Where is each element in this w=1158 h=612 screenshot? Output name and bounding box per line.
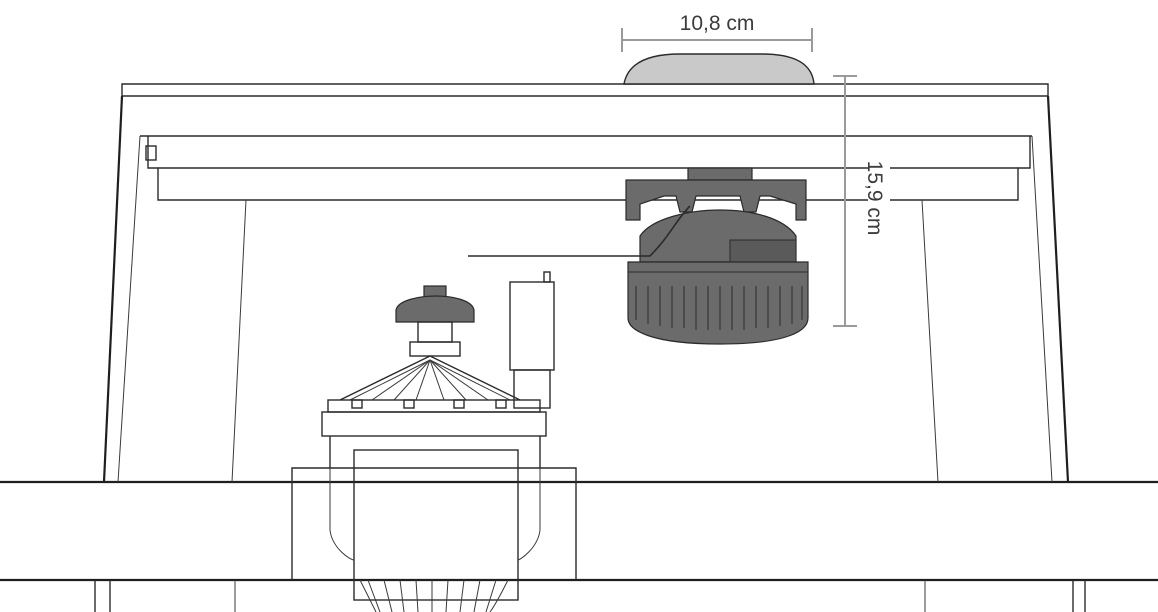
- height-dimension: 15,9 cm: [833, 75, 890, 327]
- width-dimension-label: 10,8 cm: [680, 12, 755, 35]
- valve-box: [102, 83, 1070, 483]
- ground-lines: [0, 480, 1158, 612]
- sensor-dome: [623, 53, 815, 85]
- irrigation-valve: [291, 271, 577, 612]
- controller-device: [468, 167, 809, 345]
- height-dimension-label: 15,9 cm: [863, 161, 886, 236]
- width-dimension: 10,8 cm: [621, 12, 813, 52]
